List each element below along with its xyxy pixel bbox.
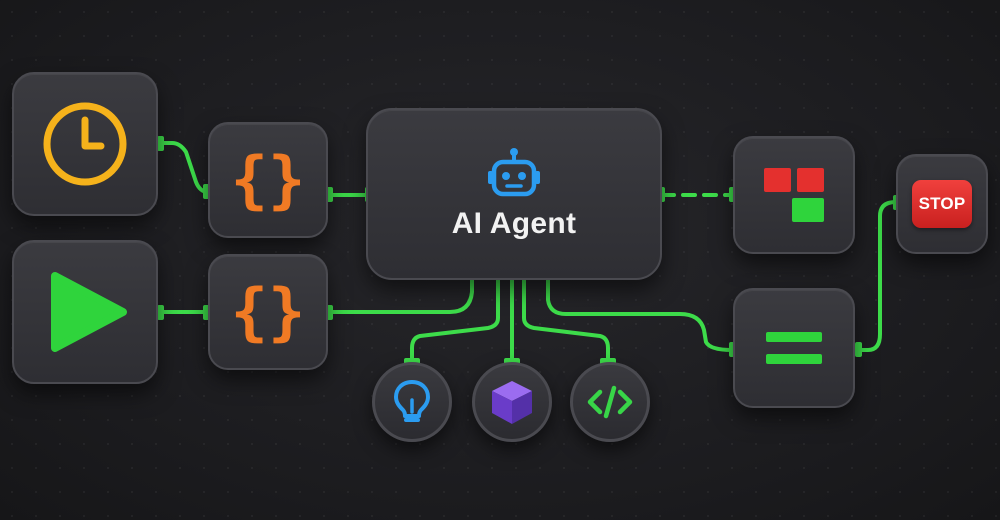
braces-icon: {}: [230, 143, 306, 216]
play-icon: [51, 272, 127, 352]
json-node-upper[interactable]: {}: [208, 122, 328, 238]
port-manual-out[interactable]: [157, 305, 164, 320]
tool-memory-node[interactable]: [372, 362, 452, 442]
wire-agent-to-merge: [546, 278, 734, 352]
merge-node[interactable]: [733, 288, 855, 408]
stop-node[interactable]: STOP: [896, 154, 988, 254]
equals-icon: [766, 332, 822, 364]
wire-agent-to-memory: [410, 278, 500, 364]
ai-agent-node[interactable]: AI Agent: [366, 108, 662, 280]
wire-json-lower-to-agent: [328, 278, 474, 314]
cube-icon: [492, 381, 532, 424]
port-merge-out[interactable]: [855, 342, 862, 357]
ai-agent-label: AI Agent: [451, 207, 577, 240]
manual-trigger-node[interactable]: [12, 240, 158, 384]
wire-merge-to-stop: [856, 200, 898, 352]
stop-icon: STOP: [912, 180, 972, 228]
wire-schedule-to-json: [160, 141, 210, 194]
clock-icon: [43, 102, 127, 186]
port-schedule-out[interactable]: [157, 136, 164, 151]
tool-model-node[interactable]: [472, 362, 552, 442]
json-node-lower[interactable]: {}: [208, 254, 328, 370]
code-icon: [587, 385, 633, 419]
braces-icon: {}: [230, 275, 306, 348]
stop-label: STOP: [918, 194, 966, 213]
ai-agent-content: AI Agent: [452, 147, 577, 241]
robot-icon: [488, 148, 540, 197]
tool-code-node[interactable]: [570, 362, 650, 442]
blocks-node[interactable]: [733, 136, 855, 254]
lightbulb-icon: [394, 380, 430, 422]
schedule-trigger-node[interactable]: [12, 72, 158, 216]
wire-agent-to-code: [522, 278, 610, 364]
blocks-icon: [764, 168, 824, 222]
